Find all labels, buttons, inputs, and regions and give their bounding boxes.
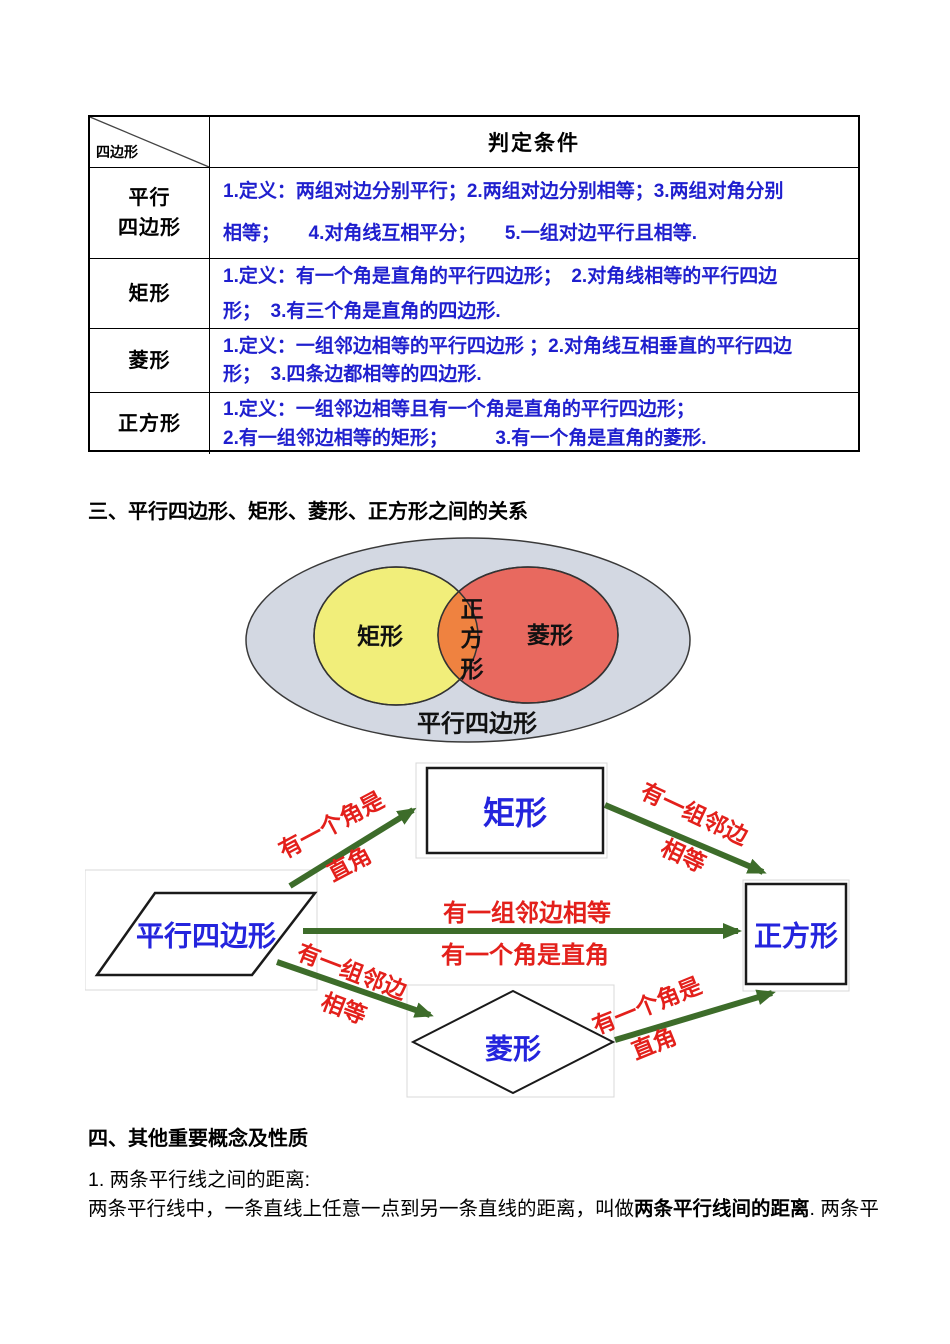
edge-label-para-rect-2: 直角 xyxy=(323,842,376,887)
node-parallelogram-shape xyxy=(94,891,318,977)
section4-item1: 1. 两条平行线之间的距离: xyxy=(88,1169,311,1191)
content-line: 形； 3.有三个角是直角的四边形. xyxy=(223,300,501,322)
row-label-line: 菱形 xyxy=(128,349,171,372)
body-text: 两条平行线中，一条直线上任意一点到另一条直线的距离，叫做 xyxy=(88,1198,635,1220)
corner-label: 四边形 xyxy=(96,144,138,160)
edge-label-para-rect-1: 有一个角是 xyxy=(274,786,388,863)
content-line: 1.定义：两组对边分别平行；2.两组对边分别相等；3.两组对角分别 xyxy=(223,181,784,202)
body-bold-term: 两条平行线间的距离 xyxy=(634,1198,810,1220)
venn-rectangle-outline xyxy=(313,566,479,706)
venn-label-square-char: 形 xyxy=(461,656,484,682)
arrow-parallelogram-to-rectangle xyxy=(288,807,417,889)
row-content-parallelogram: 1.定义：两组对边分别平行；2.两组对边分别相等；3.两组对角分别 相等； 4.… xyxy=(210,168,858,259)
node-rectangle-label: 矩形 xyxy=(483,795,547,831)
content-line: 1.定义：有一个角是直角的平行四边形； 2.对角线相等的平行四边 xyxy=(223,265,778,287)
content-line: 1.定义：一组邻边相等且有一个角是直角的平行四边形； xyxy=(223,398,695,420)
node-square-shape xyxy=(744,882,848,986)
edge-label-rect-square-2: 相等 xyxy=(657,834,710,877)
relationship-flow-diagram: 平行四边形 矩形 正方形 菱形 有一个角是 直角 有一组邻边 相等 有一组邻边相… xyxy=(85,762,850,1098)
row-content-square: 1.定义：一组邻边相等且有一个角是直角的平行四边形； 2.有一组邻边相等的矩形；… xyxy=(210,393,858,454)
table-corner-cell: 四边形 xyxy=(90,117,210,168)
node-square-label: 正方形 xyxy=(754,920,838,952)
row-label-parallelogram: 平行 四边形 xyxy=(90,168,210,259)
row-label-line: 矩形 xyxy=(128,282,171,305)
content-line: 1.定义：一组邻边相等的平行四边形 ；2.对角线互相垂直的平行四边 xyxy=(223,335,792,357)
table-header-judgment: 判定条件 xyxy=(210,117,858,168)
venn-label-rectangle: 矩形 xyxy=(357,623,403,649)
image-frame-rhombus xyxy=(406,984,615,1098)
edge-label-rect-square-1: 有一组邻边 xyxy=(637,778,753,851)
edge-label-para-square-2: 有一个角是直角 xyxy=(441,941,609,969)
section4-body: 两条平行线中，一条直线上任意一点到另一条直线的距离，叫做两条平行线间的距离. 两… xyxy=(88,1192,879,1221)
arrow-rectangle-to-square xyxy=(603,802,767,875)
node-parallelogram-label: 平行四边形 xyxy=(136,920,276,952)
image-frame-square xyxy=(742,879,850,992)
node-rhombus-shape xyxy=(410,989,616,1095)
content-line: 形； 3.四条边都相等的四边形. xyxy=(223,363,482,385)
arrow-rhombus-to-square xyxy=(614,989,776,1043)
edge-label-para-square-1: 有一组邻边相等 xyxy=(443,899,611,927)
row-label-square: 正方形 xyxy=(90,393,210,454)
venn-label-rhombus: 菱形 xyxy=(527,622,573,648)
section4-title: 四、其他重要概念及性质 xyxy=(88,1128,308,1150)
section3-title: 三、平行四边形、矩形、菱形、正方形之间的关系 xyxy=(88,501,528,523)
node-rectangle-shape xyxy=(425,766,605,855)
node-rhombus-label: 菱形 xyxy=(485,1034,541,1065)
row-label-line: 平行 xyxy=(128,187,171,209)
content-line: 2.有一组邻边相等的矩形； 3.有一个角是直角的菱形. xyxy=(223,427,707,449)
corner-diagonal-line xyxy=(90,117,209,167)
edge-label-rhombus-square-2: 直角 xyxy=(628,1023,680,1064)
venn-label-square-char: 正 xyxy=(461,596,484,622)
arrow-parallelogram-to-rhombus xyxy=(276,959,434,1018)
venn-diagram: 矩形 菱形 正 方 形 平行四边形 xyxy=(245,537,691,743)
row-label-line: 四边形 xyxy=(118,217,181,239)
venn-label-parallelogram: 平行四边形 xyxy=(417,710,537,738)
venn-label-square-char: 方 xyxy=(461,625,484,651)
row-content-rhombus: 1.定义：一组邻边相等的平行四边形 ；2.对角线互相垂直的平行四边 形； 3.四… xyxy=(210,329,858,393)
content-line: 相等； 4.对角线互相平分； 5.一组对边平行且相等. xyxy=(223,223,697,244)
row-label-rhombus: 菱形 xyxy=(90,329,210,393)
row-label-line: 正方形 xyxy=(118,412,181,435)
row-content-rectangle: 1.定义：有一个角是直角的平行四边形； 2.对角线相等的平行四边 形； 3.有三… xyxy=(210,259,858,329)
body-text: . 两条平 xyxy=(809,1198,879,1220)
venn-rhombus-outline xyxy=(437,566,619,704)
row-label-rectangle: 矩形 xyxy=(90,259,210,329)
judgment-conditions-table: 四边形 判定条件 平行 四边形 1.定义：两组对边分别平行；2.两组对边分别相等… xyxy=(88,115,860,454)
